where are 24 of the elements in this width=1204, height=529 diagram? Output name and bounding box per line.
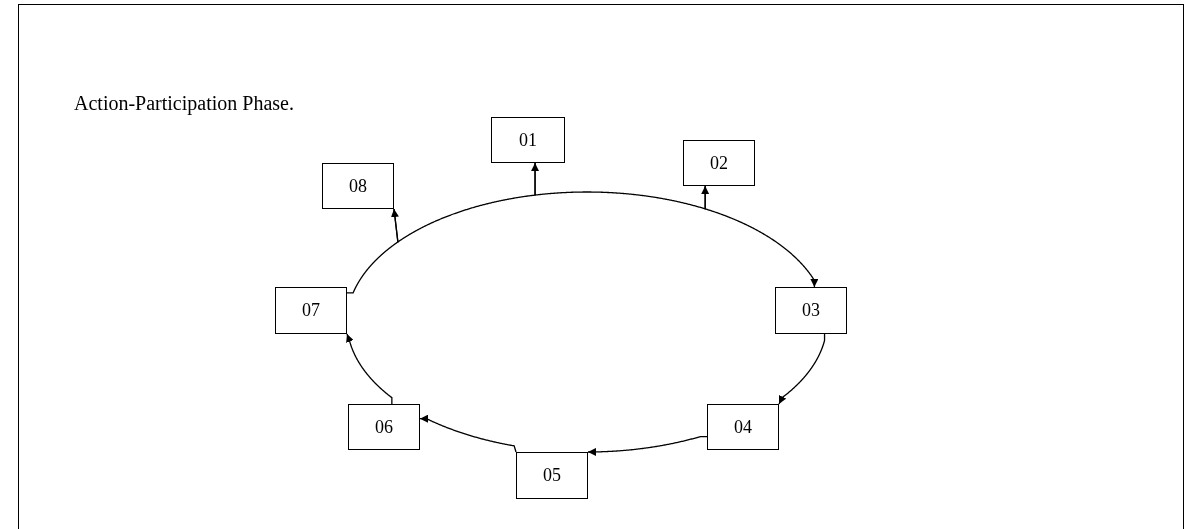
step-number: 02	[710, 152, 728, 174]
step-number: 05	[543, 465, 561, 486]
step-number: 08	[349, 175, 367, 197]
arrow	[587, 435, 708, 456]
step-box	[491, 117, 565, 163]
title: Action-Participation Phase.	[74, 92, 294, 115]
arrow	[346, 333, 393, 405]
step-number: 06	[375, 416, 393, 438]
step-box	[707, 404, 779, 450]
step-box	[348, 404, 420, 450]
arrow	[534, 162, 710, 210]
step-number: 01	[519, 129, 537, 151]
arrow	[778, 333, 826, 405]
step-number: 07	[302, 300, 320, 321]
arrow	[704, 185, 819, 288]
step-box	[275, 287, 347, 334]
step-box	[775, 287, 847, 334]
step-box	[516, 452, 588, 499]
step-box	[683, 140, 755, 186]
arrow	[419, 414, 517, 453]
step-number: 04	[734, 416, 752, 438]
arrow	[346, 208, 399, 294]
step-box	[322, 163, 394, 209]
step-number: 03	[802, 300, 820, 321]
